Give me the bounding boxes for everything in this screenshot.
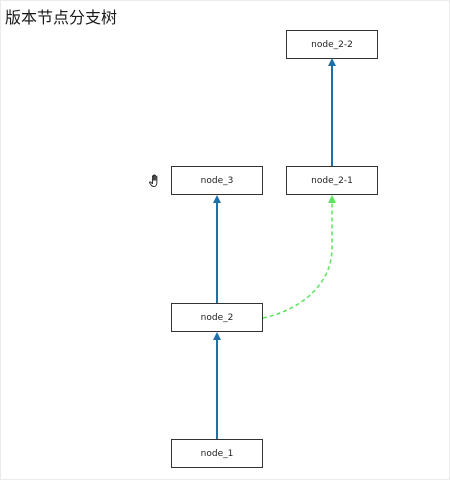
node-2-1[interactable]: node_2-1 [286, 166, 378, 195]
node-2-2-label: node_2-2 [311, 39, 353, 50]
edge-node_2-to-node_2-1 [262, 195, 336, 319]
hand-pointer-icon [149, 174, 158, 188]
node-1[interactable]: node_1 [171, 439, 263, 468]
node-3-label: node_3 [200, 175, 234, 186]
node-2-1-label: node_2-1 [311, 175, 353, 186]
node-2-label: node_2 [200, 312, 234, 323]
node-2-2[interactable]: node_2-2 [286, 30, 378, 59]
page-title: 版本节点分支树 [5, 8, 118, 27]
node-1-label: node_1 [200, 448, 234, 459]
node-3[interactable]: node_3 [171, 166, 263, 195]
node-2[interactable]: node_2 [171, 303, 263, 332]
